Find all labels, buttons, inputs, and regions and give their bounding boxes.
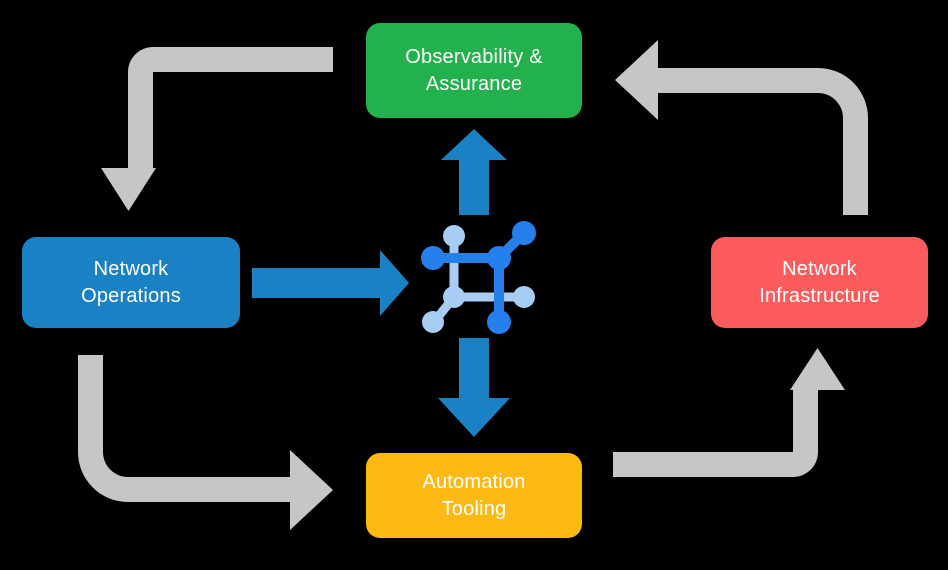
node-network-infrastructure-label: Network Infrastructure [759, 258, 880, 307]
node-network-infrastructure[interactable]: Network Infrastructure [711, 237, 928, 328]
connector-ops-to-center [252, 250, 409, 316]
topology-light-nodes [422, 225, 535, 333]
node-observability-label: Observability & Assurance [405, 46, 543, 95]
network-topology-icon [421, 221, 536, 334]
connector-center-to-automation [438, 338, 510, 437]
connector-automation-to-infrastructure [613, 348, 845, 477]
node-automation-tooling-label: Automation Tooling [422, 471, 526, 520]
connector-observability-to-operations [101, 47, 333, 211]
connector-infrastructure-to-observability [615, 40, 868, 215]
node-automation-tooling[interactable]: Automation Tooling [366, 453, 582, 538]
node-network-operations-label: Network Operations [81, 258, 181, 307]
node-observability-assurance[interactable]: Observability & Assurance [366, 23, 582, 118]
connector-center-to-observability [441, 129, 507, 215]
connector-operations-to-automation [78, 355, 333, 530]
topology-dark-nodes [421, 221, 536, 334]
node-network-operations[interactable]: Network Operations [22, 237, 240, 328]
